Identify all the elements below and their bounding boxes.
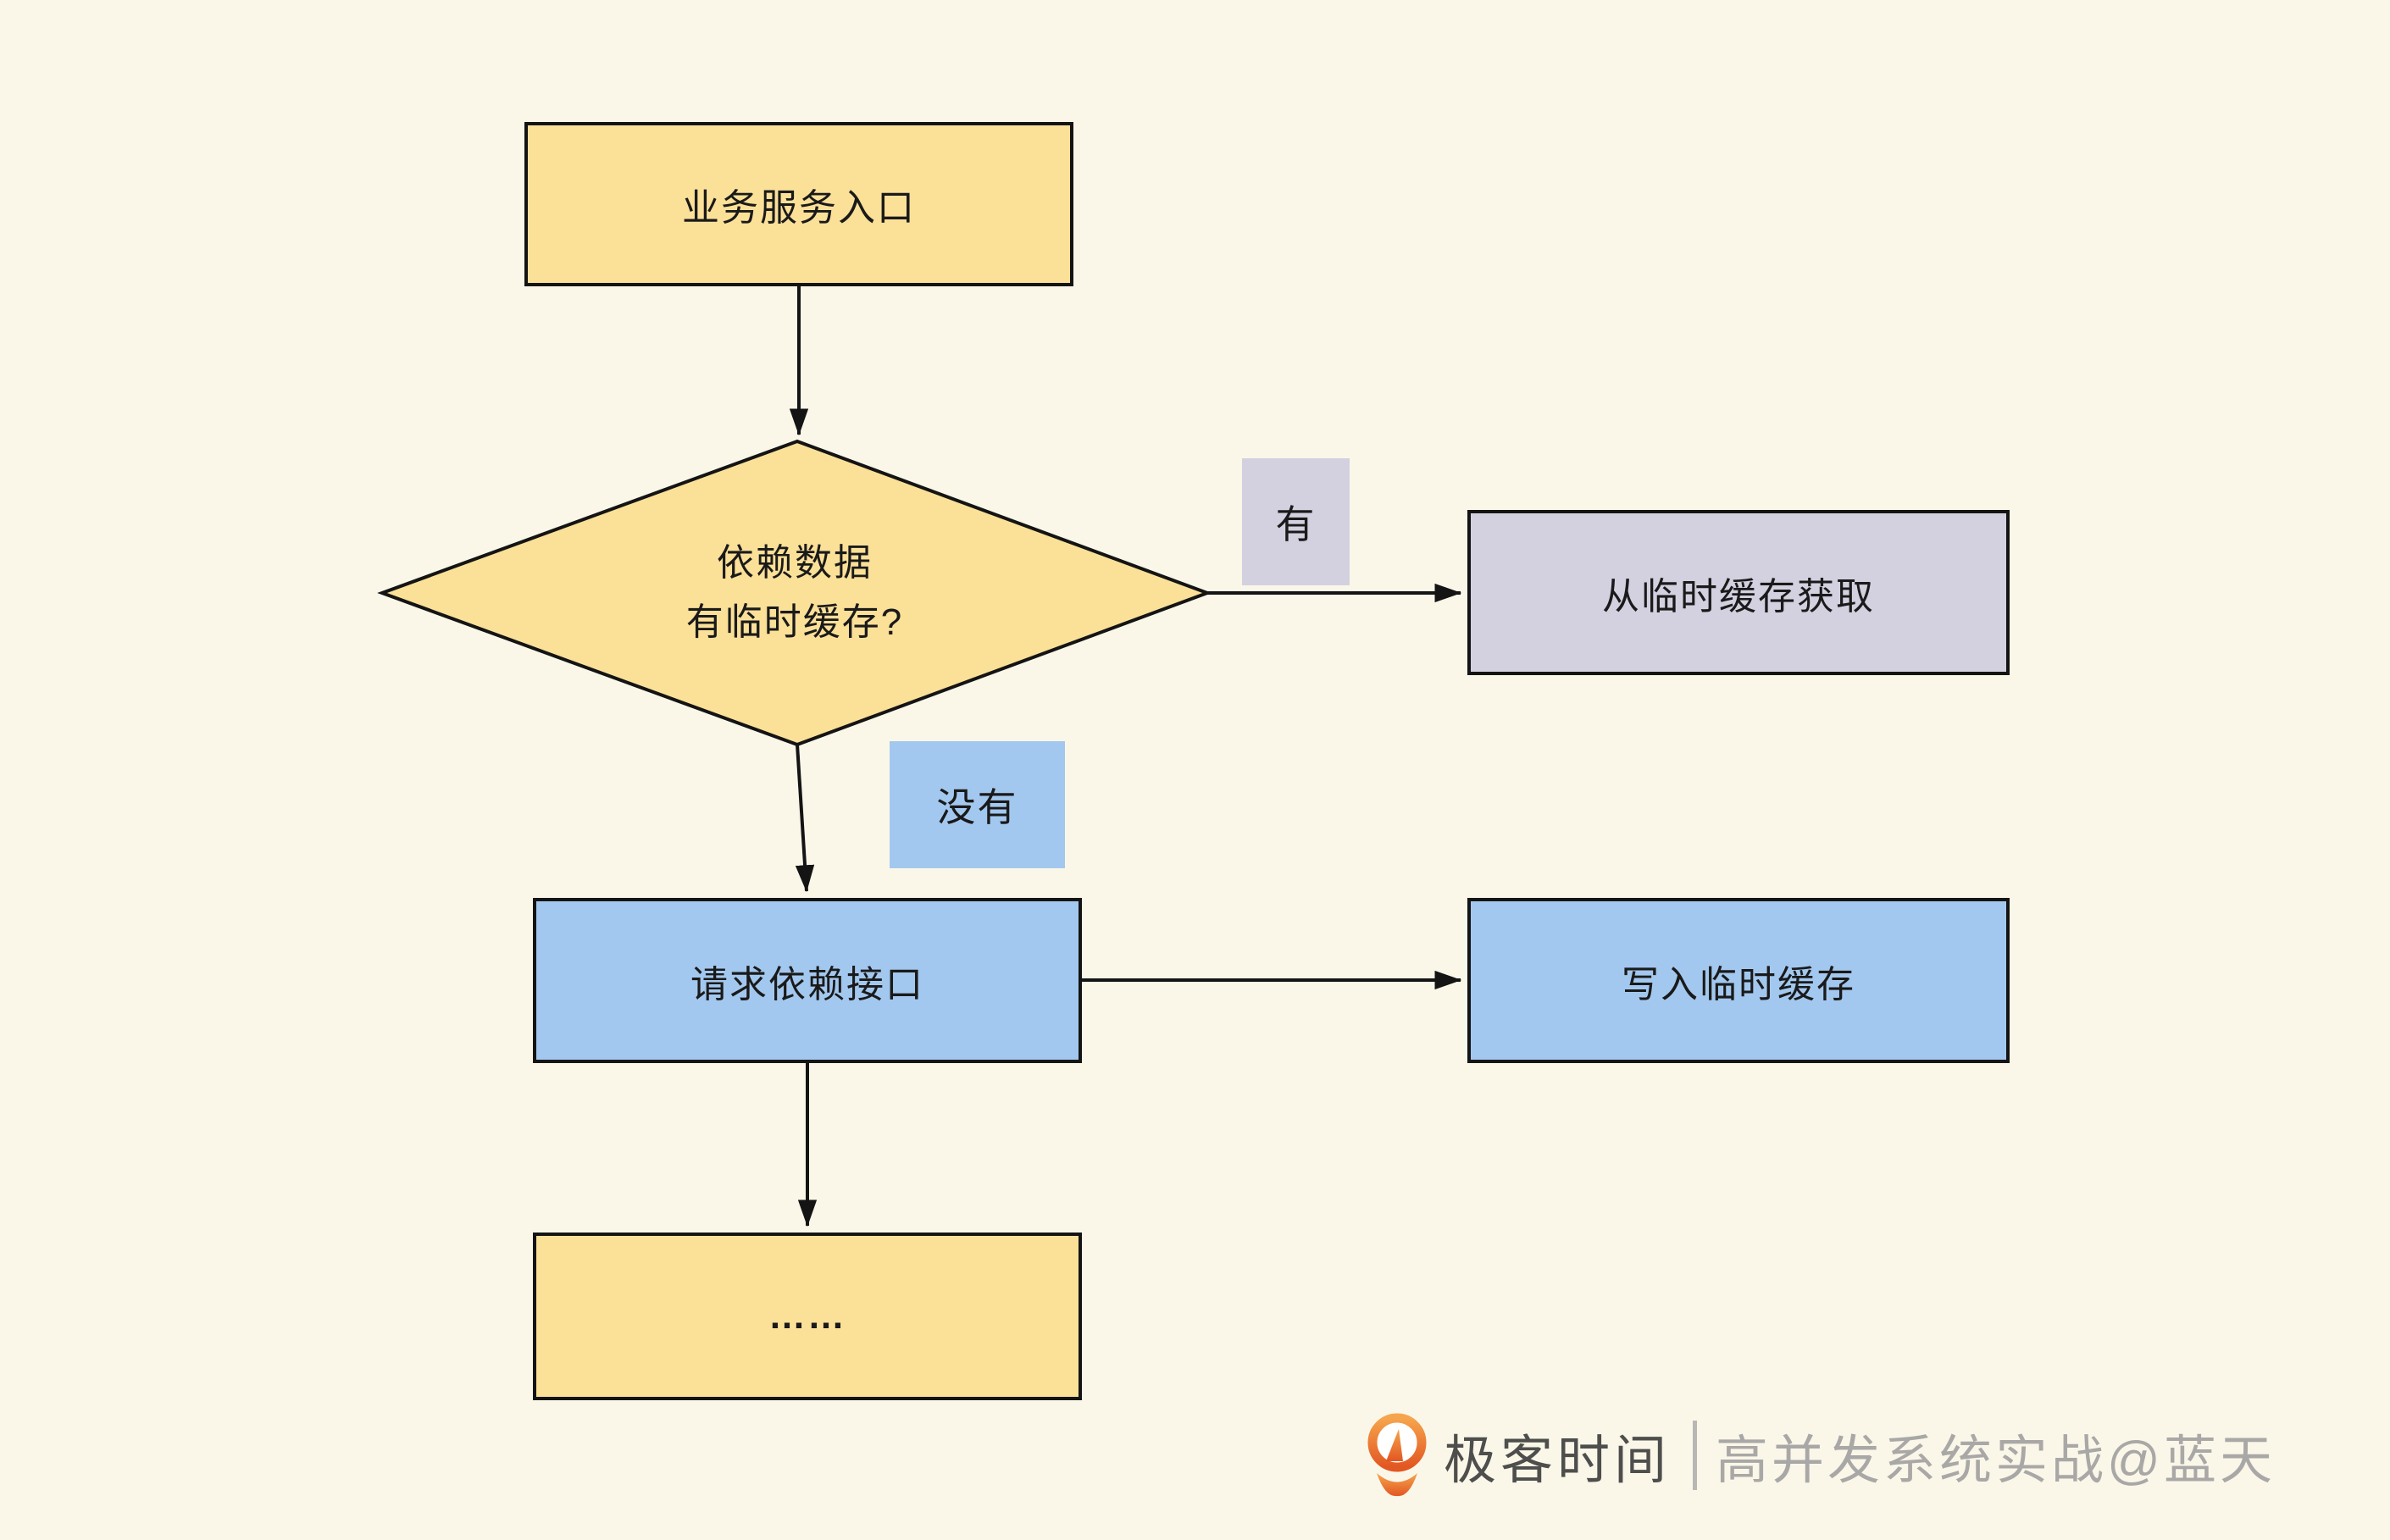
node-continuation-label: …… — [768, 1295, 846, 1337]
node-write-cache: 写入临时缓存 — [1467, 898, 2010, 1063]
watermark: 极客时间 高并发系统实战@蓝天 — [1366, 1408, 2276, 1503]
node-continuation: …… — [533, 1233, 1082, 1400]
branch-label-yes-text: 有 — [1275, 502, 1317, 546]
node-get-cache-label: 从临时缓存获取 — [1602, 575, 1875, 618]
node-entry-label: 业务服务入口 — [682, 187, 916, 229]
geektime-logo-icon — [1367, 1413, 1427, 1497]
watermark-brand: 极客时间 — [1444, 1432, 1672, 1490]
branch-label-no: 没有 — [890, 741, 1065, 868]
node-request-api: 请求依赖接口 — [533, 898, 1082, 1063]
decision-label-line2: 有临时缓存? — [685, 601, 904, 643]
watermark-credit: 高并发系统实战@蓝天 — [1716, 1432, 2276, 1490]
decision-label-line1: 依赖数据 — [717, 542, 873, 584]
arrow-decision-to-request — [795, 744, 815, 893]
node-entry: 业务服务入口 — [524, 122, 1073, 286]
decision-label: 依赖数据 有临时缓存? — [541, 534, 1049, 652]
branch-label-yes: 有 — [1242, 458, 1350, 585]
node-get-cache: 从临时缓存获取 — [1467, 510, 2010, 675]
node-request-api-label: 请求依赖接口 — [690, 963, 924, 1005]
watermark-separator-bar — [1693, 1421, 1698, 1490]
node-write-cache-label: 写入临时缓存 — [1622, 963, 1855, 1005]
branch-label-no-text: 没有 — [936, 785, 1018, 829]
